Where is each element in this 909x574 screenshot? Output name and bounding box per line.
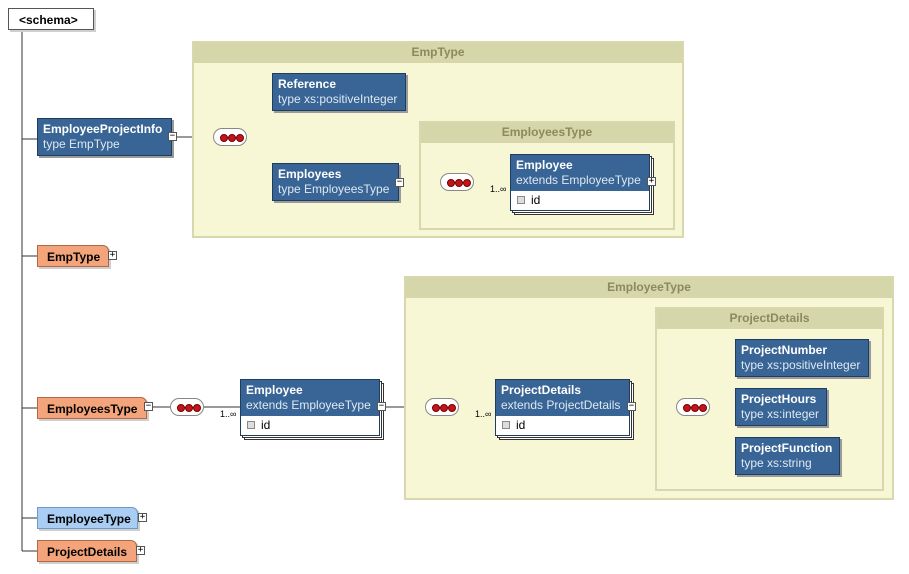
- group-title-employeetype: EmployeeType: [406, 278, 892, 298]
- element-project-details[interactable]: ProjectDetails extends ProjectDetails id: [495, 379, 635, 441]
- element-name: Employees: [278, 167, 342, 181]
- cardinality-label: 1..∞: [220, 409, 237, 419]
- complex-type-projectdetails[interactable]: ProjectDetails: [37, 540, 137, 562]
- collapse-employee-main-button[interactable]: −: [377, 401, 386, 411]
- attribute-icon: [517, 195, 525, 204]
- cardinality-label: 1..∞: [490, 184, 507, 194]
- element-project-number[interactable]: ProjectNumber type xs:positiveInteger: [735, 339, 869, 377]
- simple-type-employeetype[interactable]: EmployeeType: [37, 507, 138, 529]
- element-employees[interactable]: Employees type EmployeesType: [272, 163, 399, 201]
- element-name: ProjectDetails: [501, 383, 582, 397]
- group-title-employeestype: EmployeesType: [421, 123, 673, 143]
- collapse-employees-button[interactable]: −: [395, 177, 404, 187]
- sequence-dot: [193, 404, 201, 412]
- element-name: Employee: [246, 383, 303, 397]
- element-type: type xs:integer: [741, 407, 820, 421]
- group-title-projectdetails: ProjectDetails: [657, 309, 882, 329]
- sequence-dot: [455, 179, 463, 187]
- expand-employeetype-button[interactable]: +: [138, 512, 147, 522]
- collapse-project-details-button[interactable]: −: [627, 401, 636, 411]
- sequence-dot: [236, 134, 244, 142]
- attribute-name: id: [531, 193, 541, 207]
- sequence-dot: [177, 404, 185, 412]
- collapse-employeestype-button[interactable]: −: [144, 401, 153, 411]
- sequence-dot: [448, 404, 456, 412]
- schema-root[interactable]: <schema>: [8, 8, 94, 30]
- element-type: type EmpType: [43, 137, 120, 151]
- complex-type-emptype[interactable]: EmpType: [37, 245, 109, 267]
- element-type: extends EmployeeType: [246, 398, 371, 412]
- element-name: ProjectHours: [741, 392, 817, 406]
- sequence-dot: [220, 134, 228, 142]
- element-type: type xs:positiveInteger: [741, 358, 861, 372]
- element-type: extends ProjectDetails: [501, 398, 621, 412]
- sequence-dot: [440, 404, 448, 412]
- attribute-row: id: [511, 191, 649, 209]
- element-employee-project-info[interactable]: EmployeeProjectInfo type EmpType: [37, 118, 172, 156]
- group-title-emptype: EmpType: [194, 43, 682, 63]
- element-reference[interactable]: Reference type xs:positiveInteger: [272, 73, 406, 111]
- sequence-compositor[interactable]: [213, 128, 247, 146]
- element-name: ProjectFunction: [741, 441, 833, 455]
- sequence-dot: [699, 404, 707, 412]
- sequence-dot: [463, 179, 471, 187]
- expand-employee-inner-button[interactable]: +: [647, 176, 656, 186]
- complex-type-employeestype[interactable]: EmployeesType: [37, 397, 147, 419]
- element-name: ProjectNumber: [741, 343, 828, 357]
- element-type: extends EmployeeType: [516, 173, 641, 187]
- sequence-dot: [447, 179, 455, 187]
- attribute-name: id: [516, 418, 526, 432]
- sequence-dot: [683, 404, 691, 412]
- sequence-dot: [185, 404, 193, 412]
- attribute-row: id: [496, 416, 629, 434]
- element-employee-main[interactable]: Employee extends EmployeeType id: [240, 379, 385, 441]
- attribute-icon: [502, 420, 510, 429]
- element-type: type xs:positiveInteger: [278, 92, 398, 106]
- sequence-compositor[interactable]: [170, 398, 204, 416]
- element-card: Employee extends EmployeeType id: [240, 379, 380, 436]
- sequence-compositor[interactable]: [676, 398, 710, 416]
- attribute-row: id: [241, 416, 379, 434]
- element-project-hours[interactable]: ProjectHours type xs:integer: [735, 388, 827, 426]
- element-type: type EmployeesType: [278, 182, 390, 196]
- sequence-compositor[interactable]: [425, 398, 459, 416]
- element-card: ProjectDetails extends ProjectDetails id: [495, 379, 630, 436]
- sequence-dot: [691, 404, 699, 412]
- attribute-icon: [247, 420, 255, 429]
- sequence-dot: [432, 404, 440, 412]
- element-employee-inner[interactable]: Employee extends EmployeeType id: [510, 154, 655, 216]
- element-name: Employee: [516, 158, 573, 172]
- element-project-function[interactable]: ProjectFunction type xs:string: [735, 437, 840, 475]
- sequence-compositor[interactable]: [440, 173, 474, 191]
- element-header: Employee extends EmployeeType: [511, 155, 649, 191]
- element-header: ProjectDetails extends ProjectDetails: [496, 380, 629, 416]
- element-card: Employee extends EmployeeType id: [510, 154, 650, 211]
- collapse-employee-project-info-button[interactable]: −: [168, 131, 177, 141]
- attribute-name: id: [261, 418, 271, 432]
- element-name: Reference: [278, 77, 337, 91]
- element-header: Employee extends EmployeeType: [241, 380, 379, 416]
- element-name: EmployeeProjectInfo: [43, 122, 163, 136]
- expand-projectdetails-button[interactable]: +: [136, 545, 145, 555]
- expand-emptype-button[interactable]: +: [108, 250, 117, 260]
- sequence-dot: [228, 134, 236, 142]
- element-type: type xs:string: [741, 456, 812, 470]
- cardinality-label: 1..∞: [475, 409, 492, 419]
